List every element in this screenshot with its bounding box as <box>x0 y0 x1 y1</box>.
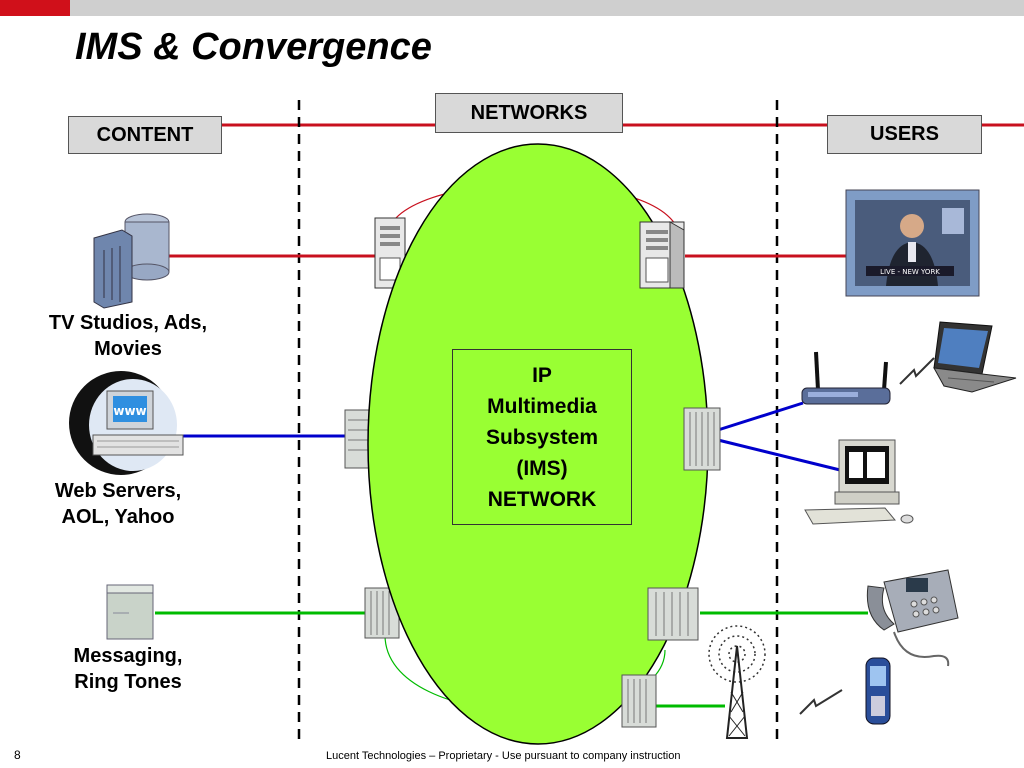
switch-rack-icon <box>683 407 721 471</box>
top-bar-accent <box>0 0 70 16</box>
tv-studios-label: TV Studios, Ads, Movies <box>28 310 228 362</box>
users-header: USERS <box>827 115 982 154</box>
messaging-server-icon <box>106 584 154 640</box>
slide-title: IMS & Convergence <box>75 26 432 68</box>
messaging-label-line1: Messaging, <box>73 645 183 667</box>
desktop-link <box>717 438 841 472</box>
ims-line-1: IP <box>532 363 552 387</box>
ims-line-2: Multimedia <box>487 394 597 418</box>
page-number: 8 <box>14 748 21 762</box>
mobile-phone-icon <box>865 657 891 725</box>
server-database-icon <box>93 213 170 309</box>
ims-line-5: NETWORK <box>487 487 597 511</box>
server-tower-icon <box>639 221 685 289</box>
switch-rack-icon <box>647 587 699 641</box>
messaging-label-line2: Ring Tones <box>74 671 182 693</box>
cell-tower-icon <box>708 625 766 739</box>
ims-line-3: Subsystem <box>485 425 599 449</box>
lightning-icon <box>899 357 935 385</box>
tv-icon: LIVE - NEW YORK <box>845 189 980 297</box>
top-bar <box>0 0 1024 16</box>
networks-header: NETWORKS <box>435 93 623 133</box>
desktop-computer-icon <box>804 439 914 525</box>
switch-rack-icon <box>344 409 372 469</box>
web-servers-label: Web Servers, AOL, Yahoo <box>28 478 208 530</box>
www-glyph: www <box>113 404 146 418</box>
footer-text: Lucent Technologies – Proprietary - Use … <box>326 750 681 762</box>
content-header: CONTENT <box>68 116 222 154</box>
tv-screen-caption: LIVE - NEW YORK <box>880 268 940 276</box>
web-servers-label-line1: Web Servers, <box>54 480 182 502</box>
wireless-router-icon <box>801 351 891 405</box>
messaging-label: Messaging, Ring Tones <box>38 643 218 695</box>
tv-studios-label-line1: TV Studios, Ads, <box>48 312 208 334</box>
tv-studios-label-line2: Movies <box>94 338 162 360</box>
laptop-icon <box>933 321 1017 393</box>
lightning-icon <box>799 689 843 715</box>
desk-phone-icon <box>866 569 959 667</box>
ims-network-box: IP Multimedia Subsystem (IMS) NETWORK <box>452 349 632 525</box>
www-computer-icon: www <box>69 371 184 475</box>
switch-rack-icon <box>621 674 657 728</box>
web-servers-label-line2: AOL, Yahoo <box>61 506 175 528</box>
router-link <box>717 401 804 432</box>
ims-line-4: (IMS) <box>516 456 568 480</box>
